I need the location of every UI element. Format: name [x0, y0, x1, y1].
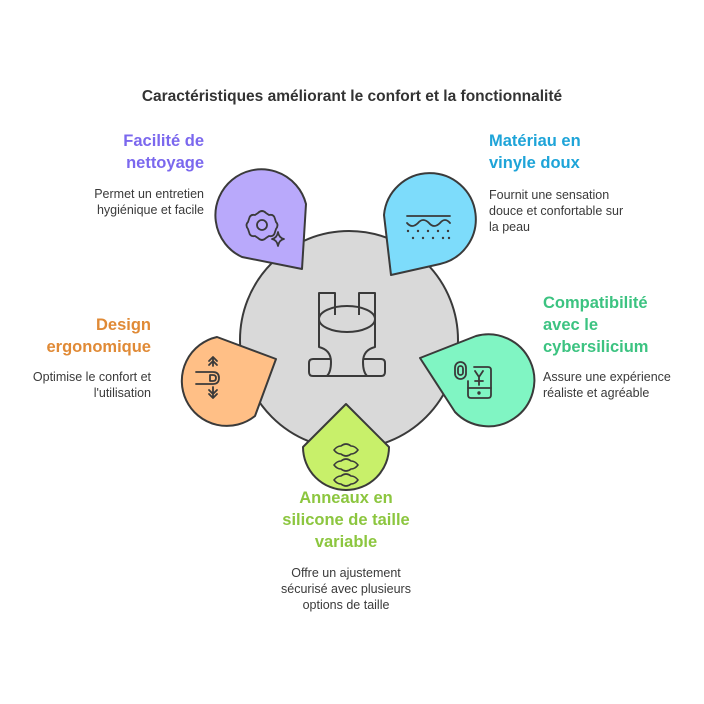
desc-line: Assure une expérience: [543, 370, 671, 384]
title-line: Facilité de: [123, 132, 204, 150]
dots: [406, 229, 451, 240]
soft-surface-icon: [406, 215, 451, 227]
desc-line: l'utilisation: [93, 386, 151, 400]
desc-line: Offre un ajustement: [291, 566, 401, 580]
slider-adjust-icon: [195, 356, 220, 399]
feature-desc-rings: Offre un ajustement sécurisé avec plusie…: [252, 565, 440, 613]
petal-rings: [302, 403, 390, 491]
title-line: variable: [314, 533, 378, 551]
desc-line: réaliste et agréable: [543, 386, 650, 400]
feature-title-cleaning: Facilité de nettoyage: [60, 130, 204, 174]
stacked-rings-icon: [333, 443, 359, 487]
desc-line: la peau: [489, 220, 531, 234]
title-line: vinyle doux: [489, 154, 580, 172]
feature-title-ergonomic: Design ergonomique: [20, 314, 151, 358]
title-line: Matériau en: [489, 132, 581, 150]
feature-title-rings: Anneaux en silicone de taille variable: [252, 487, 440, 553]
title-line: avec le: [543, 316, 599, 334]
feature-desc-material: Fournit une sensation douce et confortab…: [489, 187, 669, 235]
petal-material: [383, 172, 477, 276]
title-line: Design: [95, 316, 151, 334]
gear-sparkle-icon: [245, 210, 285, 247]
title-line: nettoyage: [126, 154, 204, 172]
desc-line: Optimise le confort et: [32, 370, 151, 384]
title-line: Anneaux en: [299, 489, 393, 507]
desc-line: sécurisé avec plusieurs: [281, 582, 411, 596]
desc-line: douce et confortable sur: [489, 204, 624, 218]
title-line: cybersilicium: [543, 338, 649, 356]
title-line: silicone de taille: [282, 511, 410, 529]
fingerprint-phone-icon: [454, 361, 492, 399]
baby-carrier-icon: [308, 292, 386, 377]
desc-line: options de taille: [302, 598, 390, 612]
petal-compatibility: [419, 333, 536, 428]
feature-desc-compatibility: Assure une expérience réaliste et agréab…: [543, 369, 703, 401]
petal-cleaning: [214, 168, 307, 270]
feature-desc-cleaning: Permet un entretien hygiénique et facile: [50, 186, 204, 218]
petal-ergonomic: [180, 336, 277, 427]
title-line: Compatibilité: [543, 294, 648, 312]
desc-line: Permet un entretien: [94, 187, 204, 201]
feature-title-material: Matériau en vinyle doux: [489, 130, 669, 174]
title-line: ergonomique: [46, 338, 151, 356]
feature-desc-ergonomic: Optimise le confort et l'utilisation: [10, 369, 151, 401]
desc-line: Fournit une sensation: [489, 188, 610, 202]
desc-line: hygiénique et facile: [96, 203, 204, 217]
feature-title-compatibility: Compatibilité avec le cybersilicium: [543, 292, 693, 358]
diagram-title: Caractéristiques améliorant le confort e…: [141, 88, 563, 105]
